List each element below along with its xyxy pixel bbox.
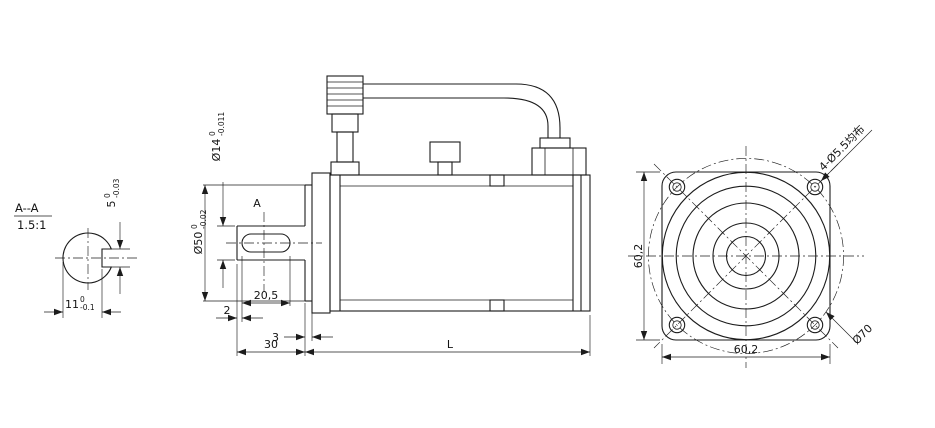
shaft-circle <box>725 235 767 277</box>
side-view: A Ø50 0 -0.02 Ø14 0 -0.011 <box>190 75 591 356</box>
mounting-holes <box>668 178 824 334</box>
dim-shaft-dia-value: Ø14 <box>210 139 223 162</box>
section-centerlines <box>55 228 138 290</box>
dim-across-flat: 11 0 -0.1 <box>44 262 121 318</box>
dim-body-length-value: L <box>447 338 454 351</box>
dim-across-value: 11 <box>65 298 79 311</box>
holes-callout: 4-Ø5.5均布 <box>816 123 873 182</box>
shaft-boss-circle <box>712 222 780 290</box>
dim-shaft-length: 30 <box>237 338 305 356</box>
shaft-section-outline <box>62 232 113 284</box>
section-scale: 1.5:1 <box>17 218 46 232</box>
bearing-housing-circle <box>692 202 800 310</box>
section-view: A--A 1.5:1 5 0 -0.03 11 <box>14 178 138 318</box>
dim-keyway-width-value: 5 <box>105 201 118 208</box>
cable-clamp <box>429 141 461 176</box>
motor-body-outline <box>329 174 591 312</box>
front-centerlines <box>628 146 864 368</box>
section-title: A--A <box>15 201 39 215</box>
dim-flange-height-value: 60,2 <box>632 244 645 269</box>
dim-shaft-length-value: 30 <box>264 338 278 351</box>
dim-across-tol-upper: 0 <box>80 295 85 304</box>
bolt-circle <box>648 158 844 354</box>
dim-body-length: L <box>305 315 591 356</box>
dim-keyway-width-tol-lower: -0.03 <box>112 178 121 198</box>
dim-keyway-offset: 2 <box>216 264 263 356</box>
dim-shaft-dia: Ø14 0 -0.011 <box>208 112 235 288</box>
pilot-boss-outline <box>304 184 312 302</box>
dim-flange-width: 60,2 <box>661 343 831 364</box>
dim-pilot-dia-tol-upper: 0 <box>190 224 199 229</box>
dim-boss-length: 3 <box>272 303 333 356</box>
body-screw-bottom <box>489 299 505 312</box>
dim-keyway-length: 20,5 <box>241 256 291 322</box>
dim-across-tol-lower: -0.1 <box>80 303 95 312</box>
section-cut-marker: A <box>253 197 265 292</box>
dim-shaft-dia-tol-lower: -0.011 <box>217 112 226 136</box>
dim-flange-width-value: 60,2 <box>734 343 759 356</box>
bolt-circle-label: Ø70 <box>850 322 875 347</box>
front-view: 4-Ø5.5均布 Ø70 60,2 60,2 <box>628 123 875 368</box>
holes-callout-label: 4-Ø5.5均布 <box>816 123 867 174</box>
dim-pilot-dia-tol-lower: -0.02 <box>199 209 208 229</box>
dim-keyway-width-tol-upper: 0 <box>103 193 112 198</box>
body-screw-top <box>489 174 505 187</box>
dim-boss-length-value: 3 <box>272 331 279 344</box>
concentric-circles <box>648 158 844 354</box>
dim-keyway-offset-value: 2 <box>224 304 231 317</box>
section-cut-label: A <box>253 197 261 210</box>
bolt-circle-callout: Ø70 <box>825 311 875 347</box>
dim-keyway-length-value: 20,5 <box>254 289 279 302</box>
dim-shaft-dia-tol-upper: 0 <box>208 131 217 136</box>
cable-gland <box>326 75 364 176</box>
pilot-circle <box>675 185 817 327</box>
dim-keyway-width: 5 0 -0.03 <box>103 178 130 294</box>
rear-connector <box>531 137 587 176</box>
cable <box>363 83 561 138</box>
dim-flange-height: 60,2 <box>632 171 660 341</box>
body-circle <box>661 171 831 341</box>
dim-pilot-dia-value: Ø50 <box>192 232 205 255</box>
